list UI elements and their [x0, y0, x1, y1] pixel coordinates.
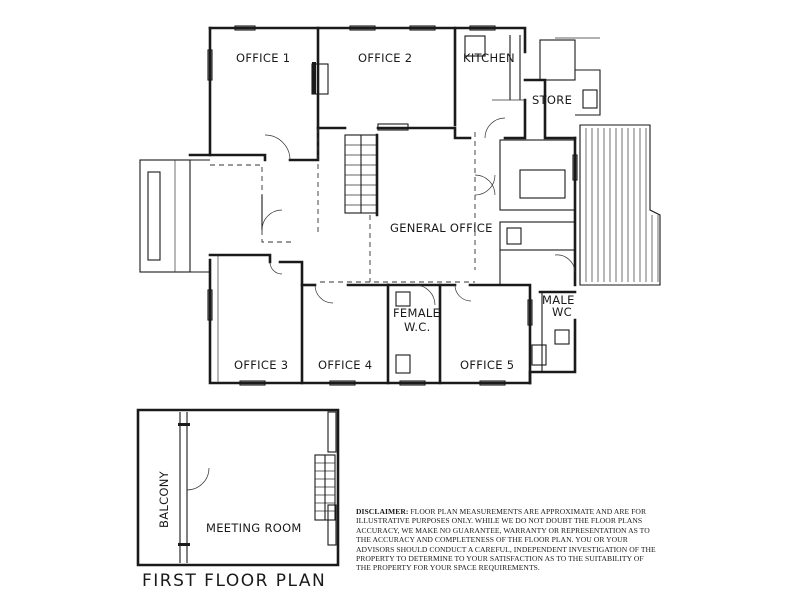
office-4-label: OFFICE 4 [318, 358, 372, 372]
kitchen-label: KITCHEN [463, 51, 515, 65]
disclaimer-text: DISCLAIMER: Floor plan measurements are … [356, 507, 656, 573]
disclaimer-body: Floor plan measurements are approximate … [356, 507, 656, 573]
ground-floor-plan: OFFICE 1 OFFICE 2 KITCHEN STORE GENERAL … [139, 25, 661, 386]
general-office-label: GENERAL OFFICE [390, 221, 493, 235]
office-5-label: OFFICE 5 [460, 358, 514, 372]
male-wc-label-line-2: WC [552, 305, 572, 319]
store-label: STORE [532, 93, 572, 107]
staircase [344, 133, 379, 217]
rear-deck [579, 124, 661, 286]
first-floor-staircase [314, 454, 336, 521]
meeting-room-label: MEETING ROOM [206, 521, 302, 535]
balcony-label: BALCONY [157, 470, 171, 528]
first-floor-plan: BALCONY MEETING ROOM FIRST FLOOR PLAN [136, 408, 340, 591]
disclaimer-label: DISCLAIMER: [356, 507, 409, 516]
office-3-label: OFFICE 3 [234, 358, 288, 372]
office-2-label: OFFICE 2 [358, 51, 412, 65]
male-wc-label-line-1: MALE [542, 293, 575, 307]
office-1-label: OFFICE 1 [236, 51, 290, 65]
female-wc-label-line-2: W.C. [404, 320, 431, 334]
first-floor-plan-title: FIRST FLOOR PLAN [142, 571, 326, 591]
female-wc-label-line-1: FEMALE [393, 306, 440, 320]
